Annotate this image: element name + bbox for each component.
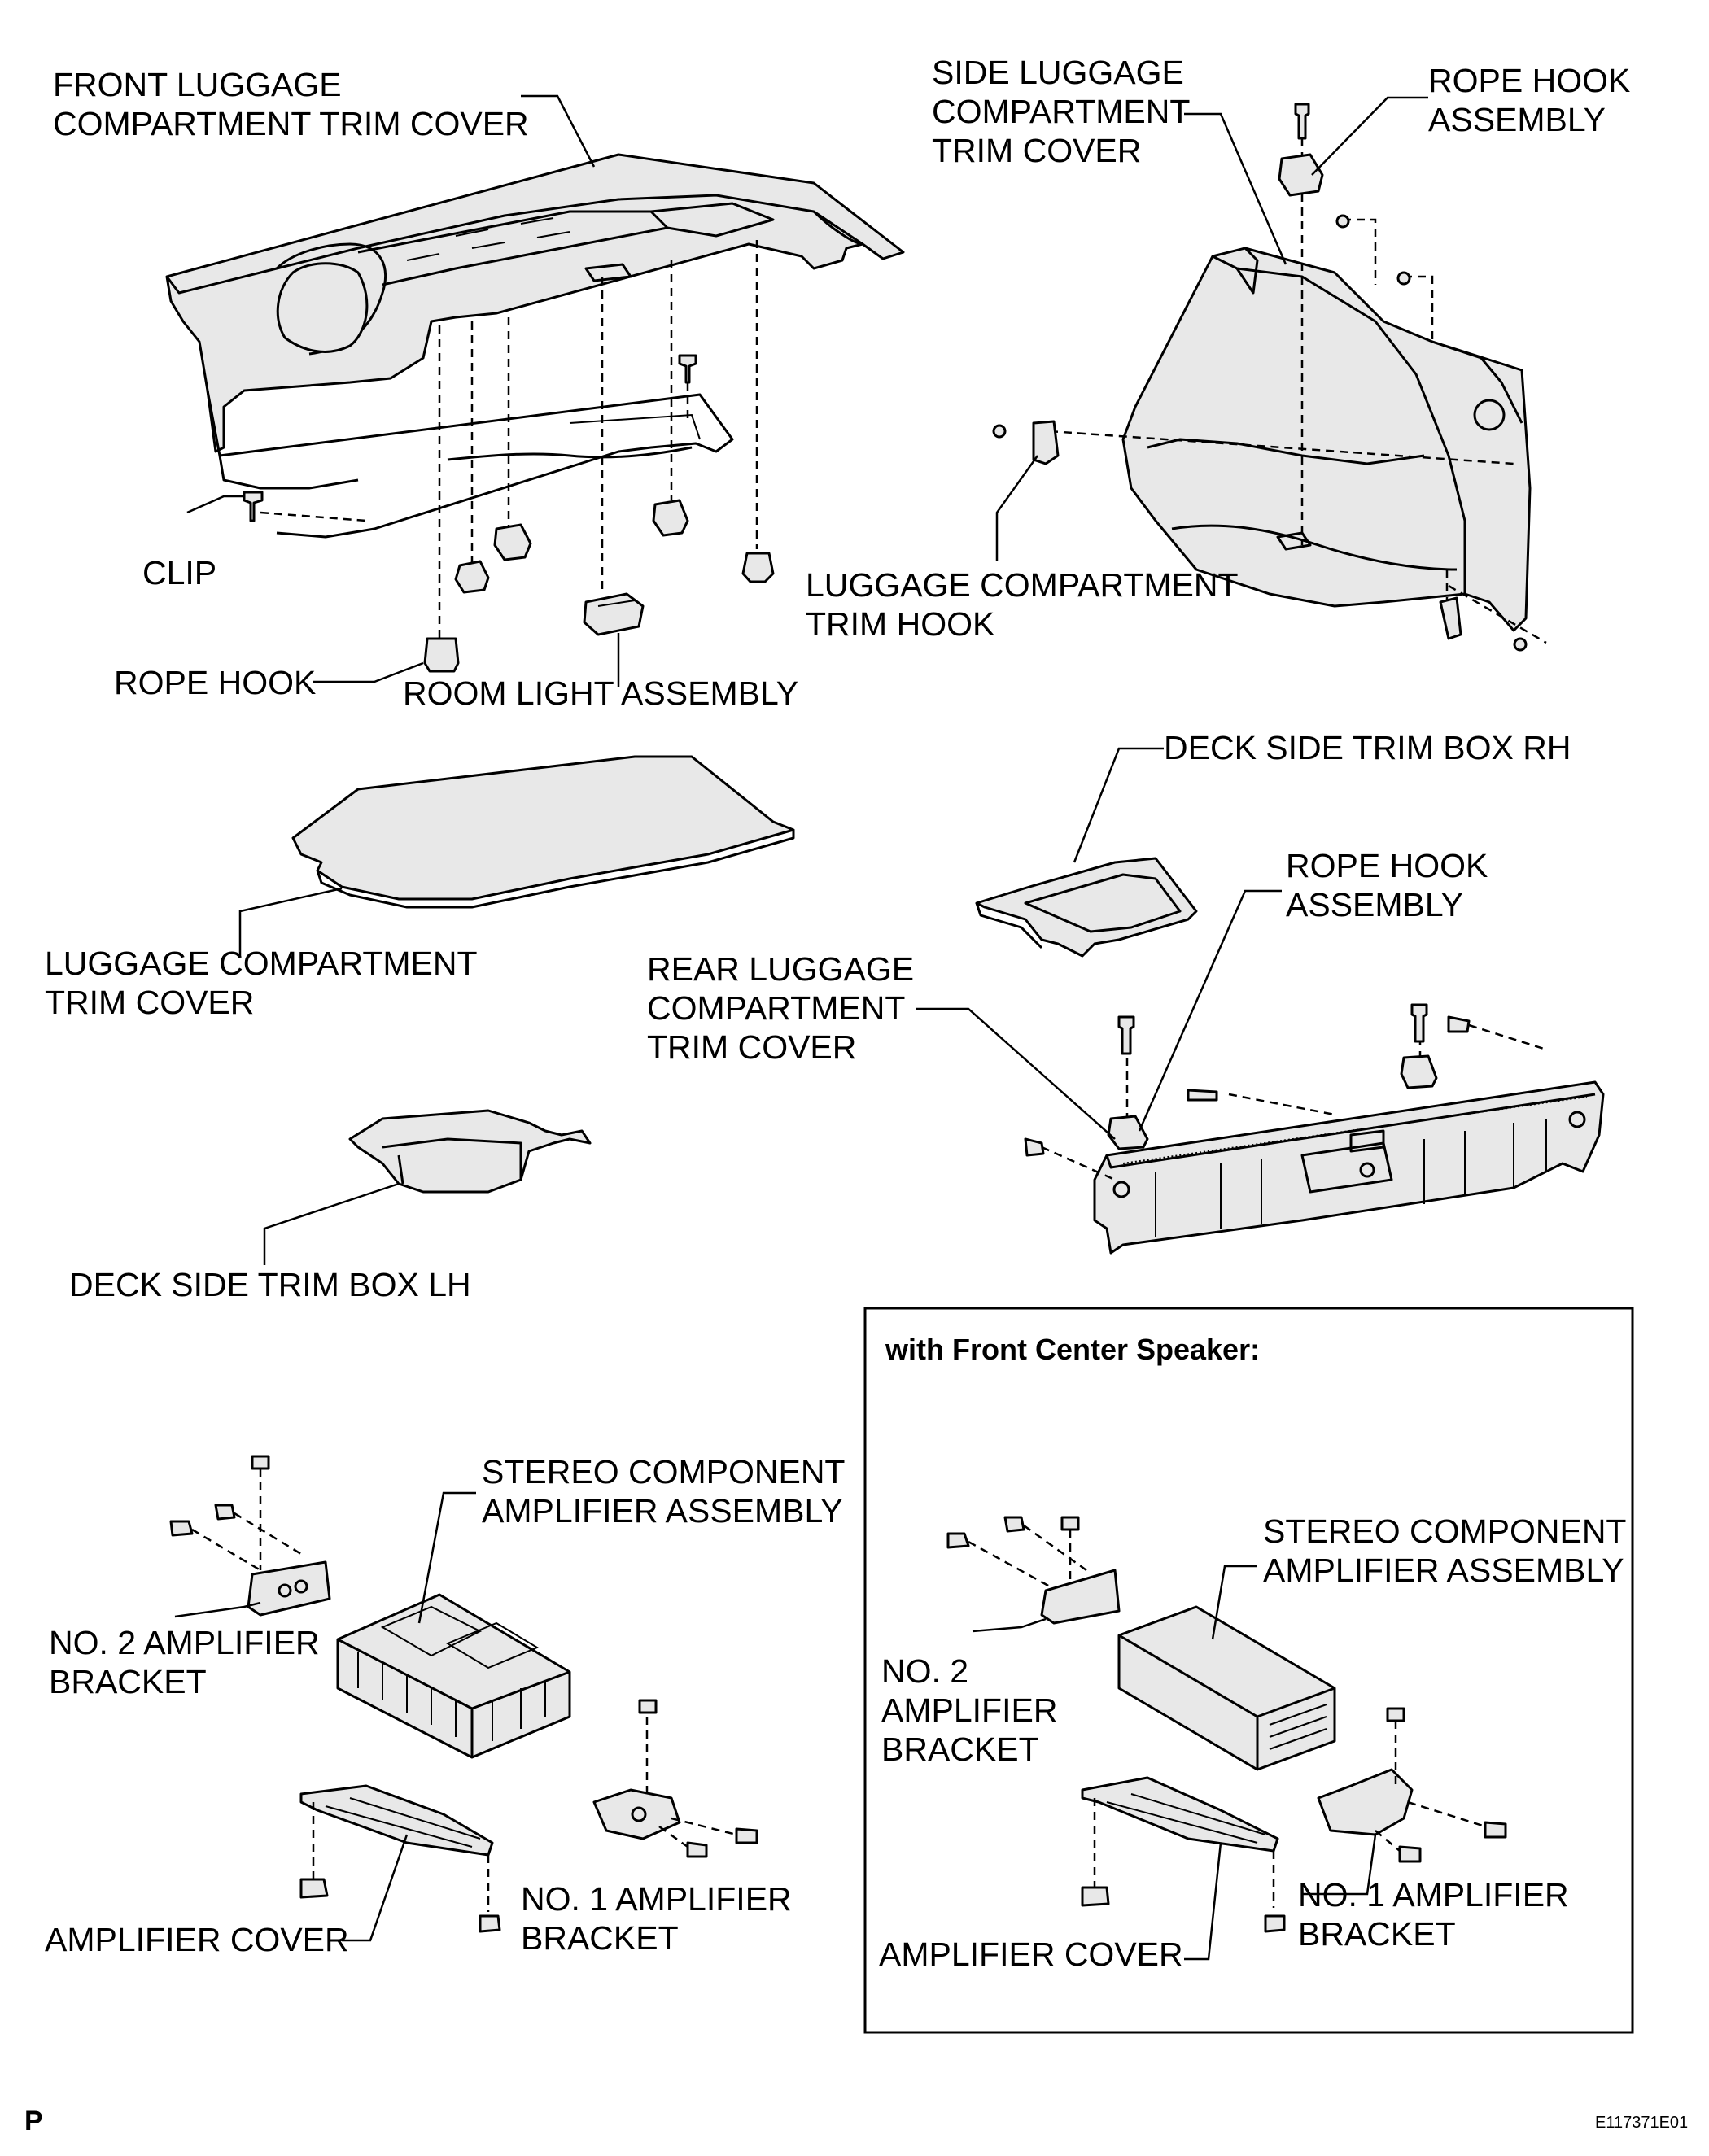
right-amp-leader-lines (972, 1565, 1377, 1961)
left-amp-leader-lines (174, 1491, 476, 1942)
label-amplifier-cover-left: AMPLIFIER COVER (45, 1921, 349, 1958)
side-luggage-trim-cover-drawing (1121, 247, 1532, 632)
label-room-light-assembly: ROOM LIGHT ASSEMBLY (403, 674, 799, 712)
clip-part-right (741, 552, 775, 583)
rear-leader-lines (916, 889, 1282, 1140)
room-light-part (583, 592, 645, 636)
label-no2-amplifier-bracket-left: NO. 2 AMPLIFIER BRACKET (49, 1624, 320, 1700)
front-cover-dashed-lines (260, 240, 758, 647)
hook-part-1 (454, 560, 490, 594)
label-front-luggage-compartment-trim-cover: FRONT LUGGAGE COMPARTMENT TRIM COVER (53, 66, 529, 142)
front-luggage-trim-cover-drawing (165, 153, 905, 539)
deck-box-lh-drawing (348, 1109, 592, 1194)
deck-box-rh-drawing (975, 857, 1198, 958)
front-leader-lines (186, 94, 620, 687)
label-amplifier-cover-right: AMPLIFIER COVER (879, 1936, 1183, 1973)
clip-part (243, 491, 264, 522)
trim-hook-part (1032, 420, 1060, 465)
page-marker: P (24, 2106, 43, 2136)
hook-part-3 (652, 499, 689, 537)
label-rope-hook-assembly-top: ROPE HOOK ASSEMBLY (1428, 62, 1631, 138)
label-stereo-component-amplifier-assembly-right: STEREO COMPONENT AMPLIFIER ASSEMBLY (1263, 1512, 1627, 1589)
label-luggage-compartment-trim-cover: LUGGAGE COMPARTMENT TRIM COVER (45, 945, 478, 1021)
label-rope-hook: ROPE HOOK (114, 664, 317, 701)
right-amplifier-drawing (946, 1516, 1507, 1933)
label-no1-amplifier-bracket-right: NO. 1 AMPLIFIER BRACKET (1298, 1876, 1569, 1953)
deck-box-rh-leader-line (1073, 747, 1164, 863)
left-amplifier-drawing (169, 1455, 758, 1933)
rope-hook-part (423, 637, 460, 673)
rear-trim-cover-drawing (1093, 1080, 1605, 1255)
inset-title: with Front Center Speaker: (885, 1333, 1261, 1366)
rear-trim-fasteners (1024, 1003, 1471, 1157)
label-luggage-compartment-trim-hook: LUGGAGE COMPARTMENT TRIM HOOK (806, 566, 1239, 643)
label-deck-side-trim-box-rh: DECK SIDE TRIM BOX RH (1164, 729, 1571, 766)
label-side-luggage-compartment-trim-cover: SIDE LUGGAGE COMPARTMENT TRIM COVER (932, 54, 1191, 169)
label-deck-side-trim-box-lh: DECK SIDE TRIM BOX LH (69, 1266, 471, 1303)
label-rear-luggage-compartment-trim-cover: REAR LUGGAGE COMPARTMENT TRIM COVER (647, 950, 915, 1066)
deck-box-lh-leader-line (263, 1182, 400, 1265)
inset-frame (863, 1307, 1634, 2034)
front-cover-fasteners (243, 354, 775, 673)
luggage-trim-cover-mat-drawing (291, 755, 795, 909)
label-no2-amplifier-bracket-right: NO. 2 AMPLIFIER BRACKET (881, 1652, 1058, 1768)
figure-id: E117371E01 (1595, 2114, 1689, 2132)
label-no1-amplifier-bracket-left: NO. 1 AMPLIFIER BRACKET (521, 1880, 792, 1957)
hook-part-2 (493, 523, 532, 561)
rope-hook-assembly-mid-part (1107, 1115, 1149, 1150)
label-stereo-component-amplifier-assembly-left: STEREO COMPONENT AMPLIFIER ASSEMBLY (482, 1453, 846, 1530)
label-rope-hook-assembly-mid: ROPE HOOK ASSEMBLY (1286, 847, 1488, 923)
screw-part (678, 354, 697, 423)
rope-hook-assembly-top-part (1278, 153, 1324, 197)
mat-leader-line (238, 887, 343, 956)
side-cover-fasteners (992, 103, 1528, 652)
label-clip: CLIP (142, 554, 217, 591)
side-leader-lines (995, 96, 1428, 561)
